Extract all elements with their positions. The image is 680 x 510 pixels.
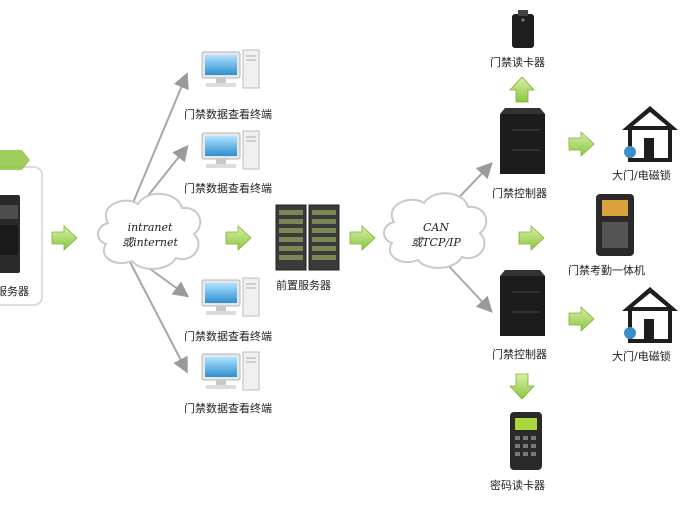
left-server-card bbox=[0, 150, 43, 306]
terminal-icon-1 bbox=[201, 49, 260, 89]
house-icon-1 bbox=[622, 106, 678, 162]
password-reader-label: 密码读卡器 bbox=[490, 479, 545, 492]
front-server-icon bbox=[275, 204, 340, 271]
card-reader-label: 门禁读卡器 bbox=[490, 56, 545, 69]
terminal-icon-2 bbox=[201, 130, 260, 170]
attendance-device-icon bbox=[596, 194, 634, 256]
cloud-internet-line2: 或internet bbox=[122, 236, 178, 249]
password-reader-icon bbox=[510, 412, 542, 470]
green-arrows bbox=[51, 76, 595, 400]
terminal-icon-4 bbox=[201, 351, 260, 391]
controller-icon-2 bbox=[500, 270, 545, 336]
server-left-label: 服务器 bbox=[0, 285, 29, 298]
card-reader-icon bbox=[512, 10, 534, 48]
cloud-can-line2: 或TCP/IP bbox=[411, 236, 461, 249]
terminal-label-1: 门禁数据查看终端 bbox=[184, 108, 272, 121]
controller-label-1: 门禁控制器 bbox=[492, 187, 547, 200]
terminal-label-4: 门禁数据查看终端 bbox=[184, 402, 272, 415]
terminal-icon-3 bbox=[201, 277, 260, 317]
attendance-label: 门禁考勤一体机 bbox=[568, 264, 645, 277]
front-server-label: 前置服务器 bbox=[276, 279, 331, 292]
cloud-can bbox=[383, 192, 488, 269]
door-label-1: 大门/电磁锁 bbox=[612, 169, 671, 182]
controller-icon-1 bbox=[500, 108, 545, 174]
terminal-label-3: 门禁数据查看终端 bbox=[184, 330, 272, 343]
cloud-can-line1: CAN bbox=[423, 221, 449, 234]
cloud-internet-line1: intranet bbox=[128, 221, 173, 234]
controller-label-2: 门禁控制器 bbox=[492, 348, 547, 361]
house-icon-2 bbox=[622, 287, 678, 343]
terminal-label-2: 门禁数据查看终端 bbox=[184, 182, 272, 195]
cloud-internet bbox=[97, 192, 202, 270]
door-label-2: 大门/电磁锁 bbox=[612, 350, 671, 363]
